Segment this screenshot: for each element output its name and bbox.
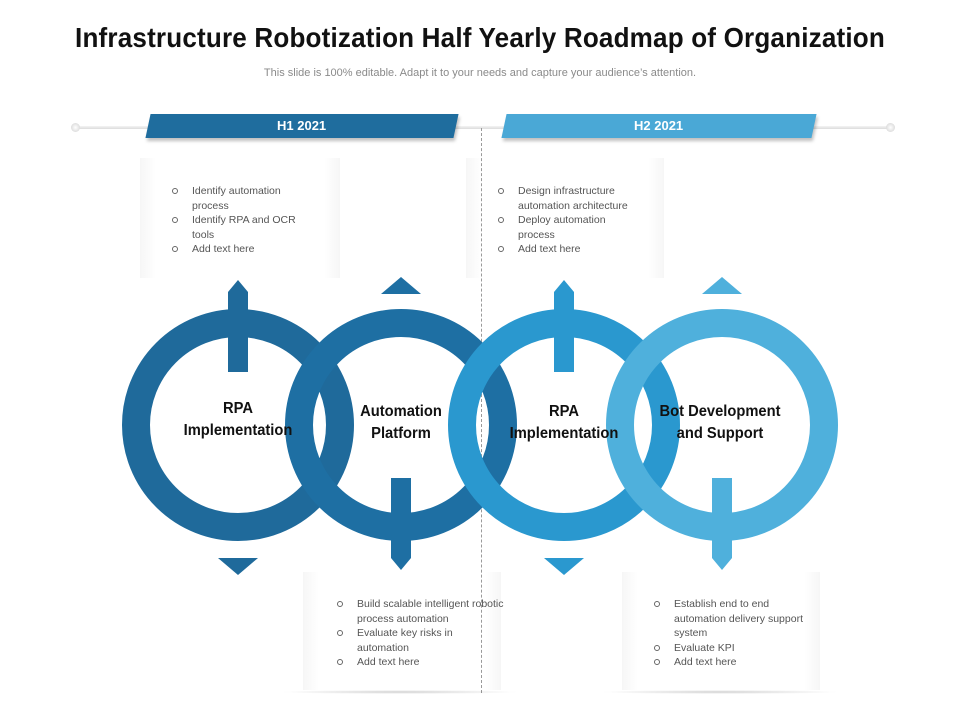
note-item: Add text here bbox=[170, 242, 312, 257]
ring-4-arrow-down bbox=[712, 478, 732, 570]
page-subtitle: This slide is 100% editable. Adapt it to… bbox=[263, 67, 697, 79]
stage-1-subtitle: Implementation bbox=[183, 422, 293, 439]
stage-label-1: RPA Implementation bbox=[174, 398, 303, 442]
ring-stage-4 bbox=[606, 277, 838, 570]
note-item: Establish end to end automation delivery… bbox=[652, 597, 804, 641]
note-item: Evaluate KPI bbox=[652, 641, 794, 656]
notes-h1-bottom: Build scalable intelligent robotic proce… bbox=[303, 572, 504, 690]
note-item: Deploy automation process bbox=[496, 213, 638, 242]
notes-shadow bbox=[280, 690, 520, 694]
note-item: Build scalable intelligent robotic proce… bbox=[335, 597, 507, 626]
note-item: Identify automation process bbox=[170, 184, 312, 213]
stage-3-title: RPA bbox=[549, 403, 579, 420]
note-item: Evaluate key risks in automation bbox=[335, 626, 477, 655]
stage-4-subtitle: and Support bbox=[676, 425, 764, 442]
stage-label-4: Bot Development and Support bbox=[646, 401, 793, 445]
note-item: Design infrastructure automation archite… bbox=[496, 184, 658, 213]
stage-4-title: Bot Development bbox=[659, 403, 781, 420]
note-item: Add text here bbox=[496, 242, 638, 257]
note-item: Add text here bbox=[652, 655, 794, 670]
notes-h2-bottom: Establish end to end automation delivery… bbox=[622, 572, 820, 690]
stage-1-title: RPA bbox=[223, 400, 253, 417]
ring-1-arrow-up bbox=[228, 280, 248, 372]
ring-3-arrow-up bbox=[554, 280, 574, 372]
notes-h2-top: Design infrastructure automation archite… bbox=[466, 158, 664, 278]
timeline-dot-left bbox=[71, 123, 80, 132]
note-item: Add text here bbox=[335, 655, 477, 670]
notes-h1-top: Identify automation process Identify RPA… bbox=[140, 158, 340, 278]
notes-shadow bbox=[600, 690, 840, 694]
timeline-line bbox=[75, 126, 890, 129]
stage-label-2: Automation Platform bbox=[337, 401, 466, 445]
stage-3-subtitle: Implementation bbox=[509, 425, 619, 442]
ring-stage-3 bbox=[448, 280, 680, 575]
ring-2-marker-up bbox=[381, 277, 421, 294]
ring-4-marker-up bbox=[702, 277, 742, 294]
ring-1-marker-down bbox=[218, 558, 258, 575]
ring-stage-1 bbox=[122, 280, 354, 575]
stage-2-title: Automation bbox=[360, 403, 442, 420]
page-title: Infrastructure Robotization Half Yearly … bbox=[75, 22, 885, 53]
stage-label-3: RPA Implementation bbox=[500, 401, 629, 445]
period-divider bbox=[481, 128, 482, 693]
ring-stage-2 bbox=[285, 277, 517, 570]
ring-2-arrow-down bbox=[391, 478, 411, 570]
stage-2-subtitle: Platform bbox=[371, 425, 431, 442]
timeline-dot-right bbox=[886, 123, 895, 132]
ring-3-marker-down bbox=[544, 558, 584, 575]
note-item: Identify RPA and OCR tools bbox=[170, 213, 312, 242]
